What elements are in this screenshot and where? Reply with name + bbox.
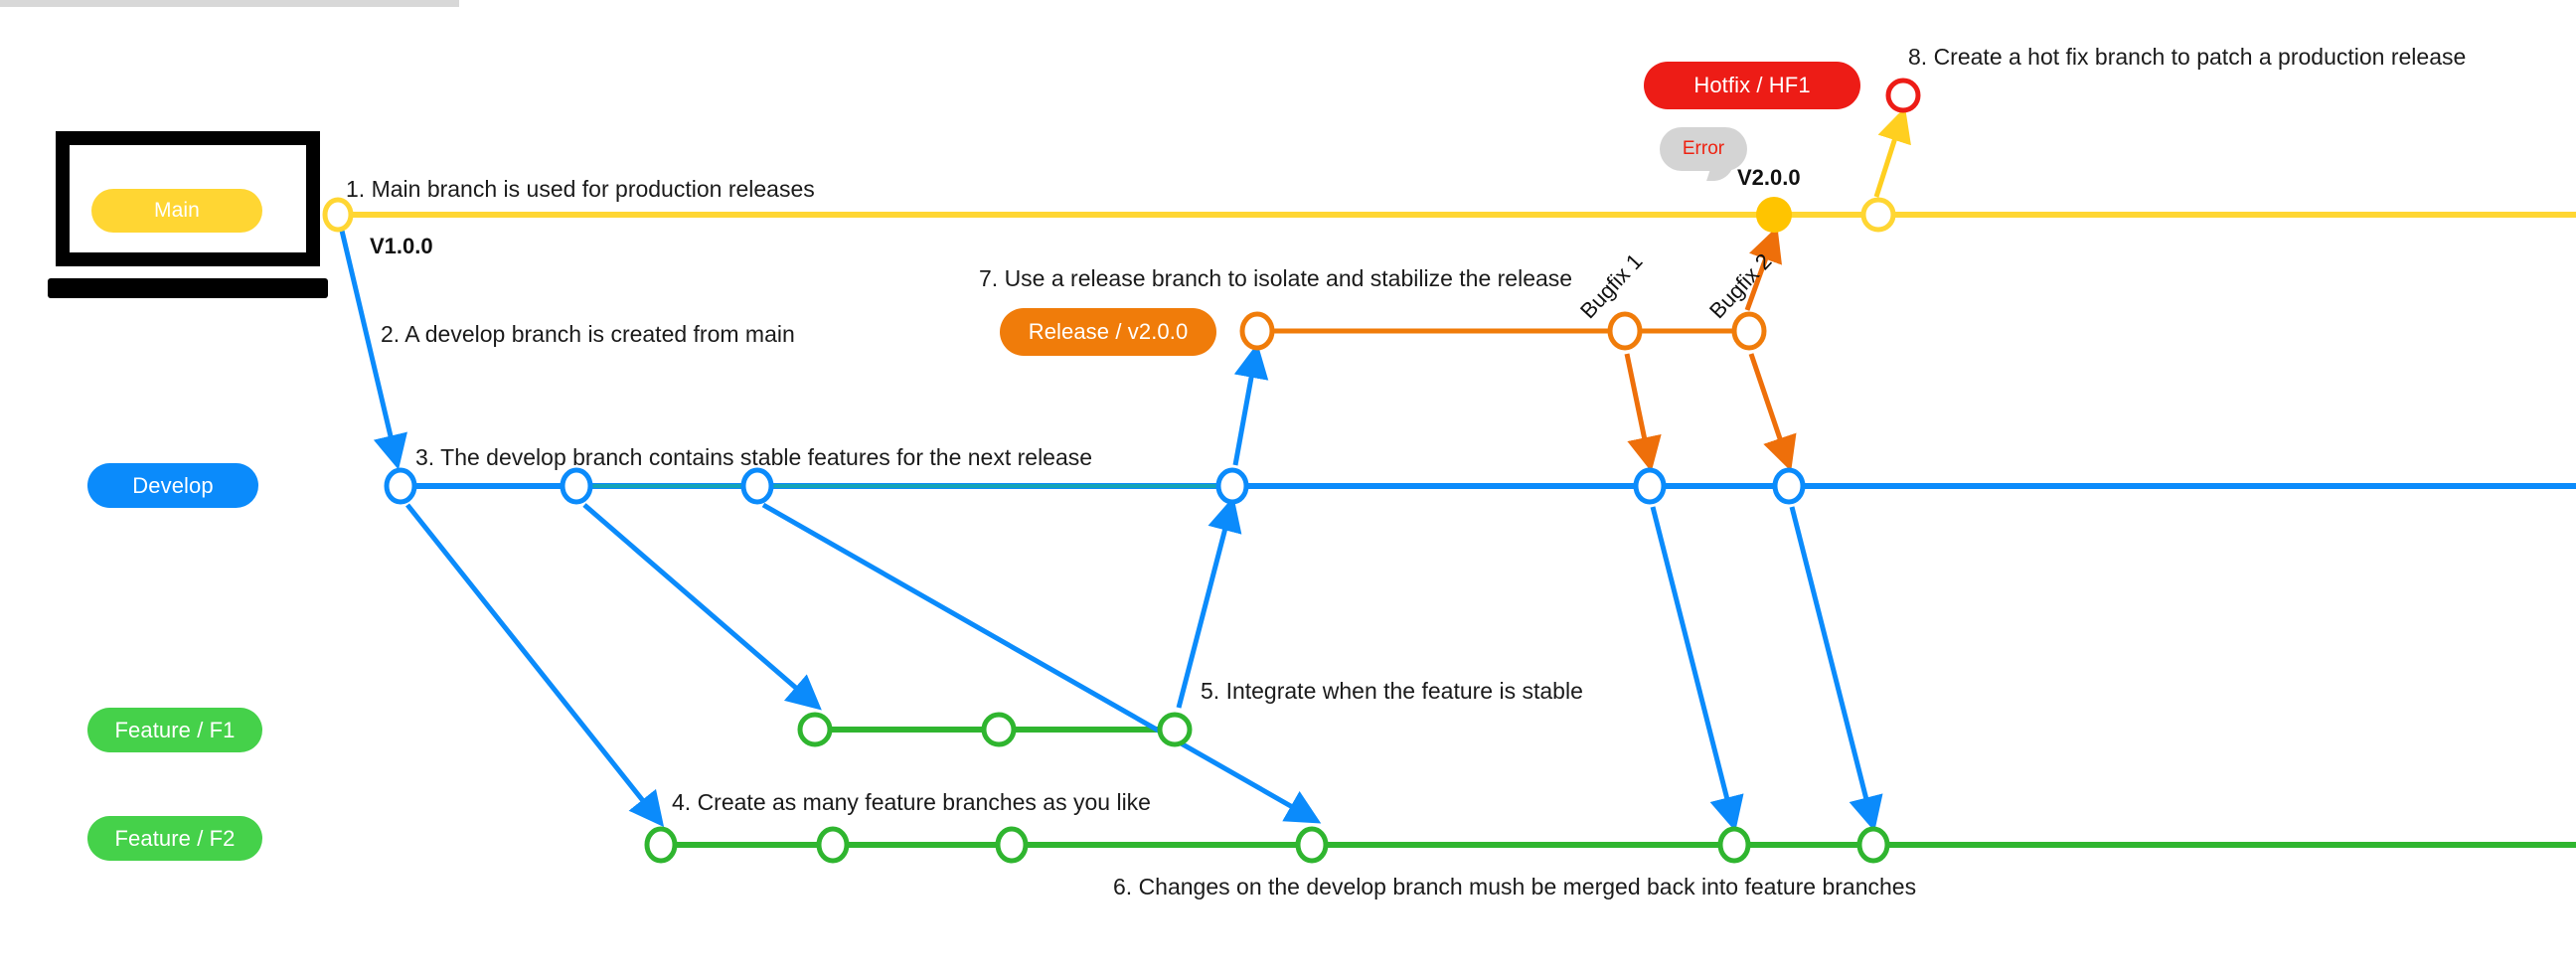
node-f2-4 [1295,826,1329,864]
annotation-8: 8. Create a hot fix branch to patch a pr… [1908,44,2467,70]
arrow-develop-to-f2-fourth [1789,506,1883,832]
commit-label-bugfix-1: Bugfix 1 [1574,248,1648,324]
branch-label-develop[interactable]: Develop [87,463,258,508]
annotation-2: 2. A develop branch is created from main [381,321,795,347]
node-develop-5 [1633,467,1667,505]
node-develop-3 [740,467,774,505]
node-f1-2 [981,712,1017,747]
branch-label-feature-f2[interactable]: Feature / F2 [87,816,262,861]
laptop-illustration [48,131,328,298]
node-f1-3 [1157,712,1193,747]
arrow-develop-to-f2-third [1650,506,1744,832]
annotation-3: 3. The develop branch contains stable fe… [415,444,1093,470]
error-badge: Error [1660,127,1747,171]
arrow-main-to-hotfix [1873,106,1911,198]
commit-label-bugfix-2: Bugfix 2 [1703,248,1777,324]
branch-label-hotfix[interactable]: Hotfix / HF1 [1644,62,1860,109]
annotation-5: 5. Integrate when the feature is stable [1201,678,1583,704]
node-hotfix-hf1 [1885,78,1921,113]
node-release-bugfix2 [1731,311,1767,351]
node-develop-6 [1772,467,1806,505]
arrow-develop-to-release [1232,343,1269,466]
node-develop-2 [560,467,593,505]
branch-label-release[interactable]: Release / v2.0.0 [1000,308,1216,356]
node-develop-1 [384,467,417,505]
node-f2-5 [1717,826,1751,864]
arrow-develop-to-f1 [582,503,822,711]
annotation-6: 6. Changes on the develop branch mush be… [1113,874,1917,899]
node-release-start [1239,311,1275,351]
annotation-4: 4. Create as many feature branches as yo… [672,789,1151,815]
arrow-develop-to-f2 [405,503,665,828]
node-f2-3 [995,826,1029,864]
node-develop-4 [1215,467,1249,505]
annotation-1: 1. Main branch is used for production re… [346,176,815,202]
node-f2-6 [1856,826,1890,864]
laptop-base [48,278,328,298]
version-tag-v1: V1.0.0 [370,234,433,258]
arrow-develop-to-f2-second [761,502,1322,824]
arrow-bugfix1-to-develop [1624,353,1662,472]
node-main-v1 [322,197,354,233]
version-tag-v2: V2.0.0 [1737,165,1801,190]
node-release-bugfix1 [1607,311,1643,351]
branch-label-feature-f1[interactable]: Feature / F1 [87,708,262,752]
arrow-bugfix2-to-develop [1748,353,1797,472]
branch-label-main[interactable]: Main [91,189,262,233]
node-main-v2 [1756,197,1792,233]
node-f2-1 [644,826,678,864]
node-f1-1 [797,712,833,747]
node-f2-2 [816,826,850,864]
window-titlebar [0,0,459,7]
node-main-head [1860,197,1896,233]
annotation-7: 7. Use a release branch to isolate and s… [979,265,1573,291]
